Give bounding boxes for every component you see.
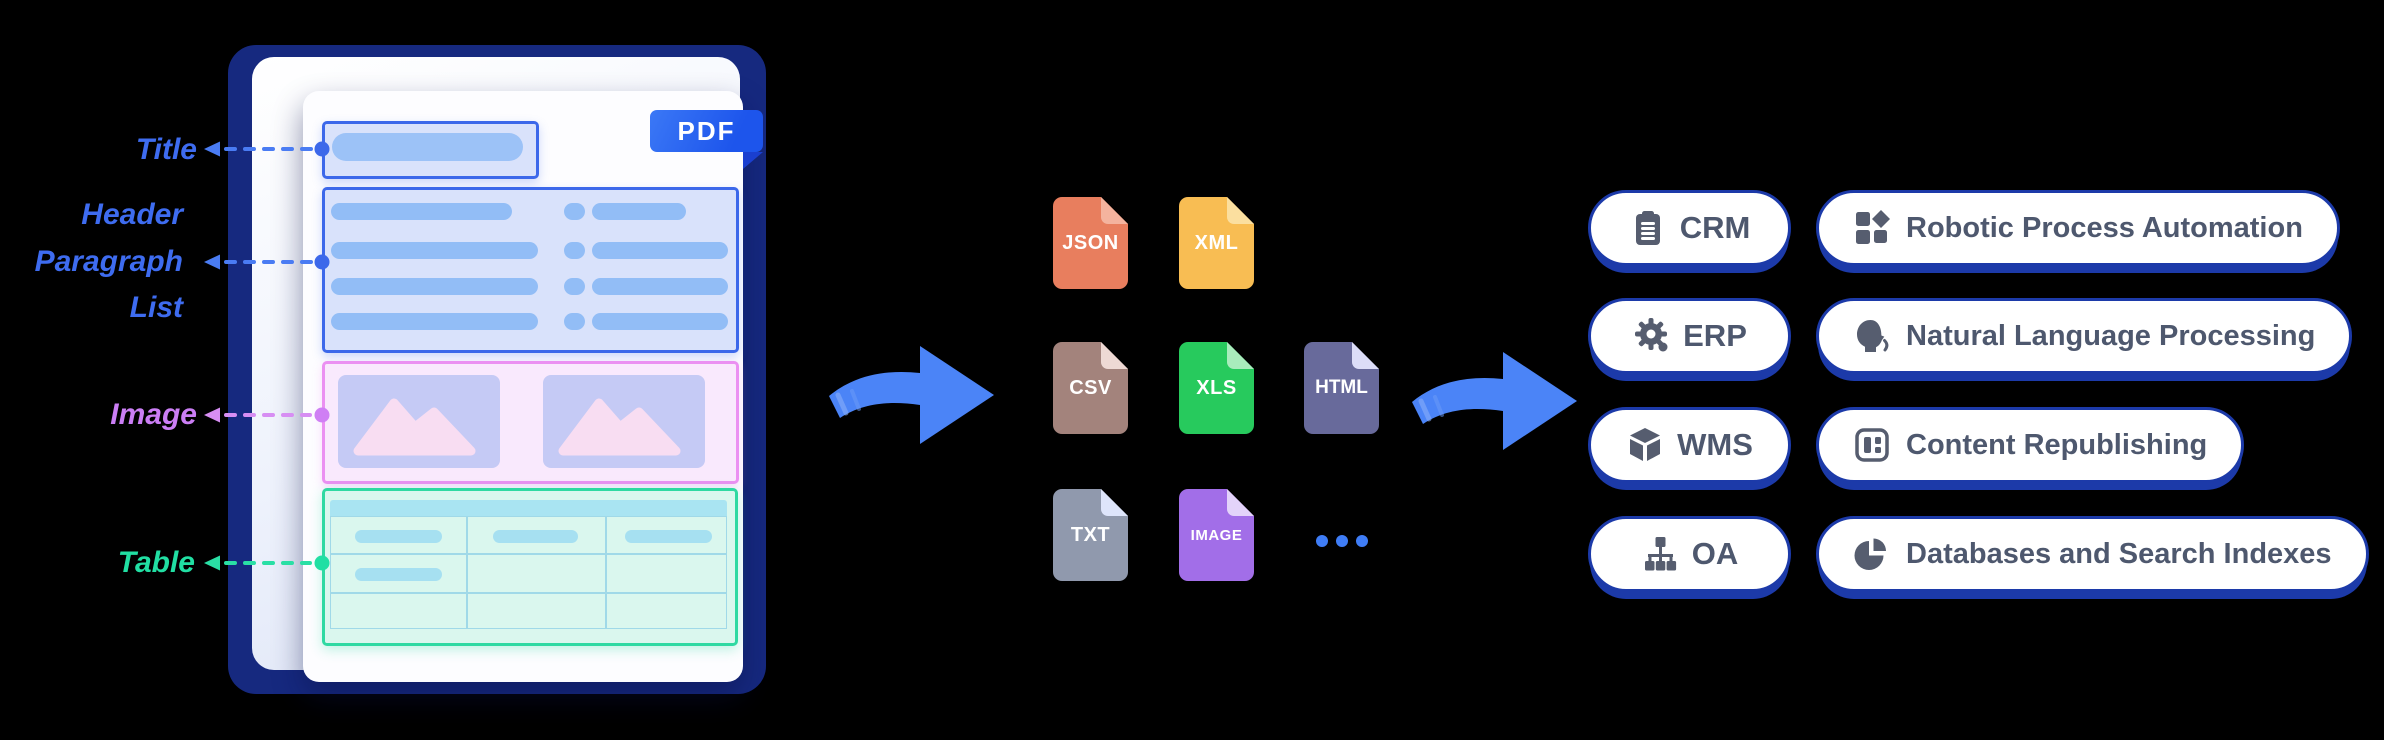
list-bullet bbox=[564, 313, 585, 330]
app-pill-robotic-process-automation: Robotic Process Automation bbox=[1816, 190, 2340, 266]
annotation-list: List bbox=[129, 291, 183, 324]
app-pill-natural-language-processing: Natural Language Processing bbox=[1816, 298, 2353, 374]
app-pill-label: Natural Language Processing bbox=[1906, 319, 2316, 352]
app-pill-erp: ERP bbox=[1588, 298, 1791, 374]
org-chart-icon bbox=[1644, 537, 1676, 571]
list-bullet bbox=[564, 278, 585, 295]
app-pill-label: WMS bbox=[1677, 427, 1753, 462]
app-pill-wms: WMS bbox=[1588, 407, 1791, 483]
pdf-page bbox=[303, 91, 743, 682]
app-pill-label: Content Republishing bbox=[1906, 428, 2208, 461]
file-format-label: XLS bbox=[1196, 376, 1237, 399]
table-cell-text bbox=[355, 568, 442, 581]
ellipsis-dot bbox=[1316, 535, 1328, 547]
table-header-band bbox=[330, 500, 727, 516]
table-cell-text bbox=[493, 530, 578, 543]
annotation-image: Image bbox=[110, 398, 197, 431]
app-pill-label: Databases and Search Indexes bbox=[1906, 537, 2332, 570]
file-format-label: CSV bbox=[1069, 376, 1112, 399]
image-block bbox=[322, 361, 739, 484]
app-pill-label: Robotic Process Automation bbox=[1906, 211, 2303, 244]
layout-icon bbox=[1855, 428, 1889, 462]
file-format-label: XML bbox=[1194, 231, 1239, 254]
app-pill-oa: OA bbox=[1588, 516, 1791, 592]
file-icon-image: IMAGE bbox=[1179, 489, 1254, 581]
annotation-header: Header bbox=[81, 198, 183, 231]
mountain-icon bbox=[353, 398, 476, 456]
gear-icon bbox=[1635, 318, 1668, 352]
blocks-icon bbox=[1856, 210, 1890, 244]
app-pill-content-republishing: Content Republishing bbox=[1816, 407, 2245, 483]
app-pill-crm: CRM bbox=[1588, 190, 1791, 266]
app-pill-label: OA bbox=[1691, 536, 1739, 571]
list-bullet bbox=[564, 242, 585, 259]
file-icon-html: HTML bbox=[1304, 342, 1379, 434]
file-icon-csv: CSV bbox=[1053, 342, 1128, 434]
package-box-icon bbox=[1630, 428, 1661, 461]
clipboard-icon bbox=[1635, 211, 1660, 245]
mountain-icon bbox=[558, 398, 681, 456]
flow-arrow-right bbox=[1412, 352, 1577, 450]
title-placeholder-bar bbox=[332, 133, 523, 161]
file-format-label: HTML bbox=[1315, 377, 1368, 398]
pie-chart-icon bbox=[1854, 538, 1886, 570]
ellipsis-dot bbox=[1336, 535, 1348, 547]
arrowhead-title bbox=[204, 141, 220, 157]
flow-arrow-left bbox=[829, 346, 994, 444]
app-pill-label: ERP bbox=[1683, 318, 1747, 353]
image-placeholder bbox=[543, 375, 705, 468]
pdf-badge: PDF bbox=[650, 110, 763, 152]
file-icon-json: JSON bbox=[1053, 197, 1128, 289]
text-line bbox=[331, 278, 538, 295]
text-line bbox=[331, 242, 538, 259]
pdf-badge-fold bbox=[743, 152, 763, 169]
file-format-label: TXT bbox=[1070, 523, 1111, 546]
table-block bbox=[322, 488, 738, 646]
arrowhead-paragraph bbox=[204, 254, 220, 270]
list-line bbox=[592, 278, 728, 295]
file-icon-xls: XLS bbox=[1179, 342, 1254, 434]
text-line bbox=[331, 203, 512, 220]
list-line bbox=[592, 242, 728, 259]
annotation-title: Title bbox=[135, 133, 197, 166]
ellipsis-dot bbox=[1356, 535, 1368, 547]
table-grid bbox=[330, 516, 727, 629]
title-block bbox=[322, 121, 539, 179]
arrowhead-table bbox=[204, 555, 220, 571]
text-line bbox=[331, 313, 538, 330]
annotation-table: Table bbox=[117, 546, 195, 579]
table-cell-text bbox=[355, 530, 442, 543]
image-placeholder bbox=[338, 375, 500, 468]
list-line bbox=[592, 313, 728, 330]
arrowhead-image bbox=[204, 407, 220, 423]
speaking-head-icon bbox=[1857, 320, 1889, 352]
paragraph-list-block bbox=[322, 187, 739, 353]
list-line bbox=[592, 203, 686, 220]
app-pill-label: CRM bbox=[1679, 210, 1751, 245]
file-icon-txt: TXT bbox=[1053, 489, 1128, 581]
file-icon-xml: XML bbox=[1179, 197, 1254, 289]
app-pill-databases-and-search-indexes: Databases and Search Indexes bbox=[1816, 516, 2369, 592]
file-format-label: IMAGE bbox=[1190, 526, 1243, 544]
file-format-label: JSON bbox=[1062, 231, 1119, 254]
list-bullet bbox=[564, 203, 585, 220]
annotation-paragraph: Paragraph bbox=[34, 245, 183, 278]
table-cell-text bbox=[625, 530, 712, 543]
